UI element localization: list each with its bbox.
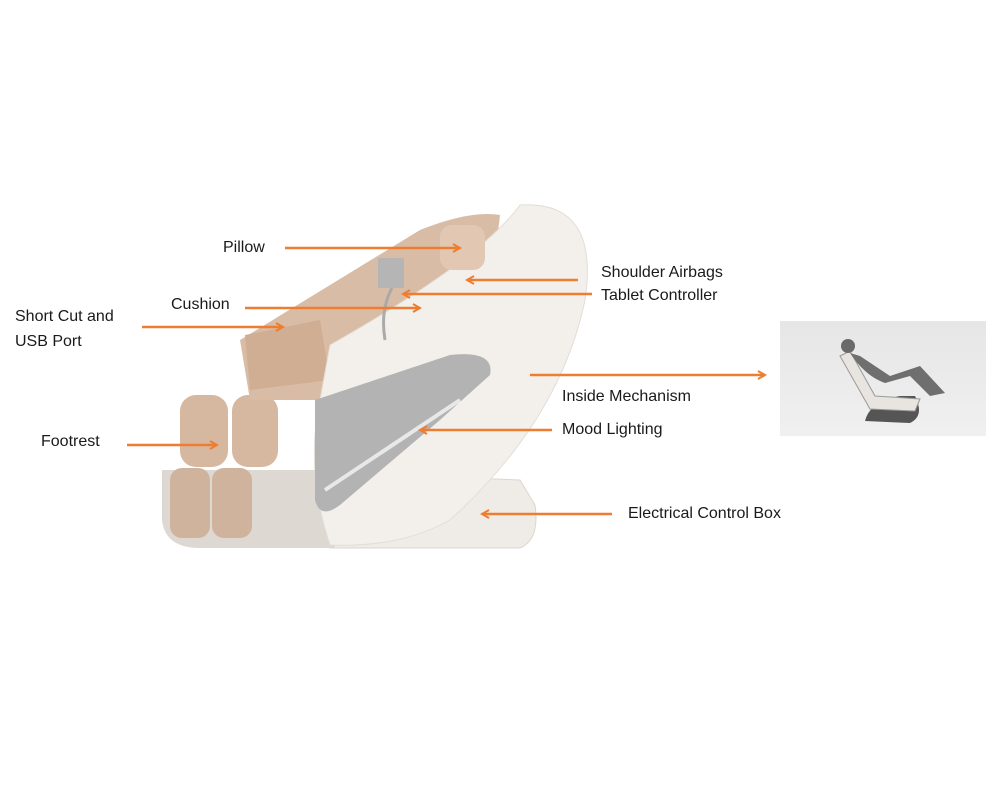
tablet <box>378 258 404 288</box>
tablet-arm <box>382 287 394 341</box>
label-shoulder-airbags: Shoulder Airbags <box>601 264 723 281</box>
pillow-shape <box>440 225 485 270</box>
label-short-cut-line2: USB Port <box>15 333 82 350</box>
label-mood-lighting: Mood Lighting <box>562 421 663 438</box>
foot-well-left <box>170 468 210 538</box>
foot-well-right <box>212 468 252 538</box>
label-electrical-control-box: Electrical Control Box <box>628 505 781 522</box>
mood-light-strip <box>323 398 462 492</box>
label-footrest: Footrest <box>41 433 100 450</box>
leg-rest-right <box>232 395 278 467</box>
mechanism-figure <box>839 339 945 423</box>
label-tablet-controller: Tablet Controller <box>601 287 718 304</box>
label-short-cut-line1: Short Cut and <box>15 308 114 325</box>
label-cushion: Cushion <box>171 296 230 313</box>
mood-lighting-panel <box>315 354 491 512</box>
inside-mechanism-image <box>780 321 986 436</box>
label-inside-mechanism: Inside Mechanism <box>562 388 691 405</box>
leg-rest-left <box>180 395 228 467</box>
label-pillow: Pillow <box>223 239 265 256</box>
chair-armrest <box>245 320 330 390</box>
